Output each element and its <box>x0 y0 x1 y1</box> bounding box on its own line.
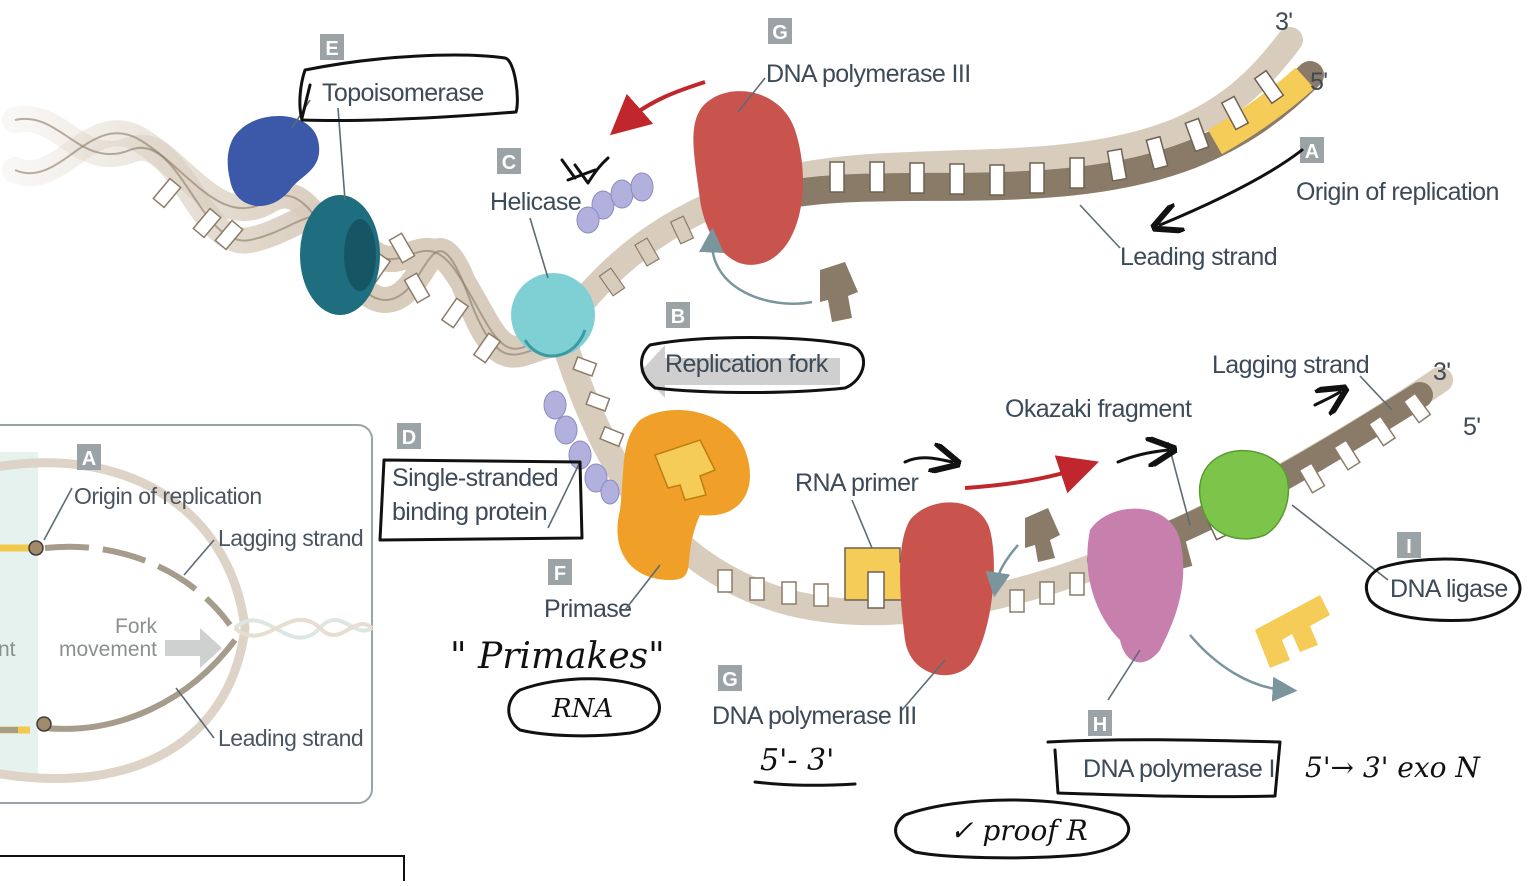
inset-leading-label: Leading strand <box>218 725 363 751</box>
dna-pol-iii-top-label: DNA polymerase III <box>766 60 971 88</box>
dna-polymerase-iii-bottom-protein <box>900 502 994 675</box>
partial-box <box>0 856 404 881</box>
origin-letter: A <box>1305 141 1319 163</box>
primase-label: Primase <box>544 595 632 623</box>
replication-fork-letter: B <box>671 306 685 328</box>
pol-iii-direction-arrow-bottom <box>965 468 1080 488</box>
replication-fork-label: Replication fork <box>665 350 829 378</box>
dna-pol-i-letter: H <box>1093 714 1107 736</box>
ink-arrow-rna-primer <box>905 458 952 462</box>
inset-origin-letter: A <box>82 448 96 470</box>
released-primer <box>1255 595 1330 668</box>
dna-pol-iii-bottom-letter: G <box>722 669 738 691</box>
inset-cut-label: nt <box>0 638 16 661</box>
ssb-label-line2: binding protein <box>392 498 547 526</box>
dna-polymerase-iii-top-protein <box>693 91 803 265</box>
overview-inset: A Origin of replication Lagging strand F… <box>0 425 372 803</box>
inset-origin-dot-top <box>29 541 43 555</box>
hw-rna: RNA <box>551 694 613 724</box>
bottom-5prime-label: 5' <box>1463 413 1480 441</box>
free-nucleotide-bottom <box>1025 508 1060 562</box>
dna-pol-iii-top-letter: G <box>772 22 788 44</box>
topoisomerase-label: Topoisomerase <box>322 79 484 107</box>
bottom-3prime-label: 3' <box>1433 358 1450 386</box>
ink-checkmarks-helicase <box>562 158 608 183</box>
ink-arrow-lagging <box>1315 392 1340 405</box>
ssb-label-line1: Single-stranded <box>392 464 558 492</box>
inset-origin-label: Origin of replication <box>74 483 262 509</box>
free-nucleotide-top <box>820 262 858 322</box>
top-5prime-label: 5' <box>1310 68 1327 96</box>
dna-pol-iii-bottom-label: DNA polymerase III <box>712 702 917 730</box>
helicase-letter: C <box>502 152 516 174</box>
lagging-strand-label: Lagging strand <box>1212 351 1369 379</box>
topoisomerase-letter: E <box>325 38 338 60</box>
dna-ligase-label: DNA ligase <box>1390 575 1508 603</box>
hw-primakes: " Primakes" <box>450 636 665 677</box>
hw-5-3-exo: 5'→ 3' exo N <box>1305 751 1481 784</box>
hw-proofreading: ✓ proof R <box>950 814 1088 847</box>
dna-polymerase-i-protein <box>1087 509 1183 663</box>
okazaki-fragment-label: Okazaki fragment <box>1005 395 1192 423</box>
ink-underline-5-3 <box>755 782 855 785</box>
leading-strand-label: Leading strand <box>1120 243 1277 271</box>
dna-ligase-letter: I <box>1406 536 1412 558</box>
dna-pol-i-label: DNA polymerase I <box>1083 755 1275 783</box>
rna-primer-label: RNA primer <box>795 469 918 497</box>
helicase-label: Helicase <box>490 188 581 216</box>
dna-ligase-protein <box>1199 451 1288 539</box>
pol-iii-direction-arrow-top <box>625 82 705 122</box>
inset-lagging-label: Lagging strand <box>218 525 363 551</box>
top-3prime-label: 3' <box>1275 8 1292 36</box>
origin-label: Origin of replication <box>1296 178 1499 206</box>
ssb-letter: D <box>402 427 416 449</box>
helicase-protein <box>511 273 595 357</box>
inset-fork-label-1: Fork <box>115 615 158 638</box>
inset-fork-label-2: movement <box>59 638 157 661</box>
primase-letter: F <box>554 563 566 585</box>
hw-5-3-direction: 5'- 3' <box>760 743 834 778</box>
inset-origin-dot-bottom <box>37 717 51 731</box>
ink-arrow-okazaki <box>1118 450 1168 462</box>
